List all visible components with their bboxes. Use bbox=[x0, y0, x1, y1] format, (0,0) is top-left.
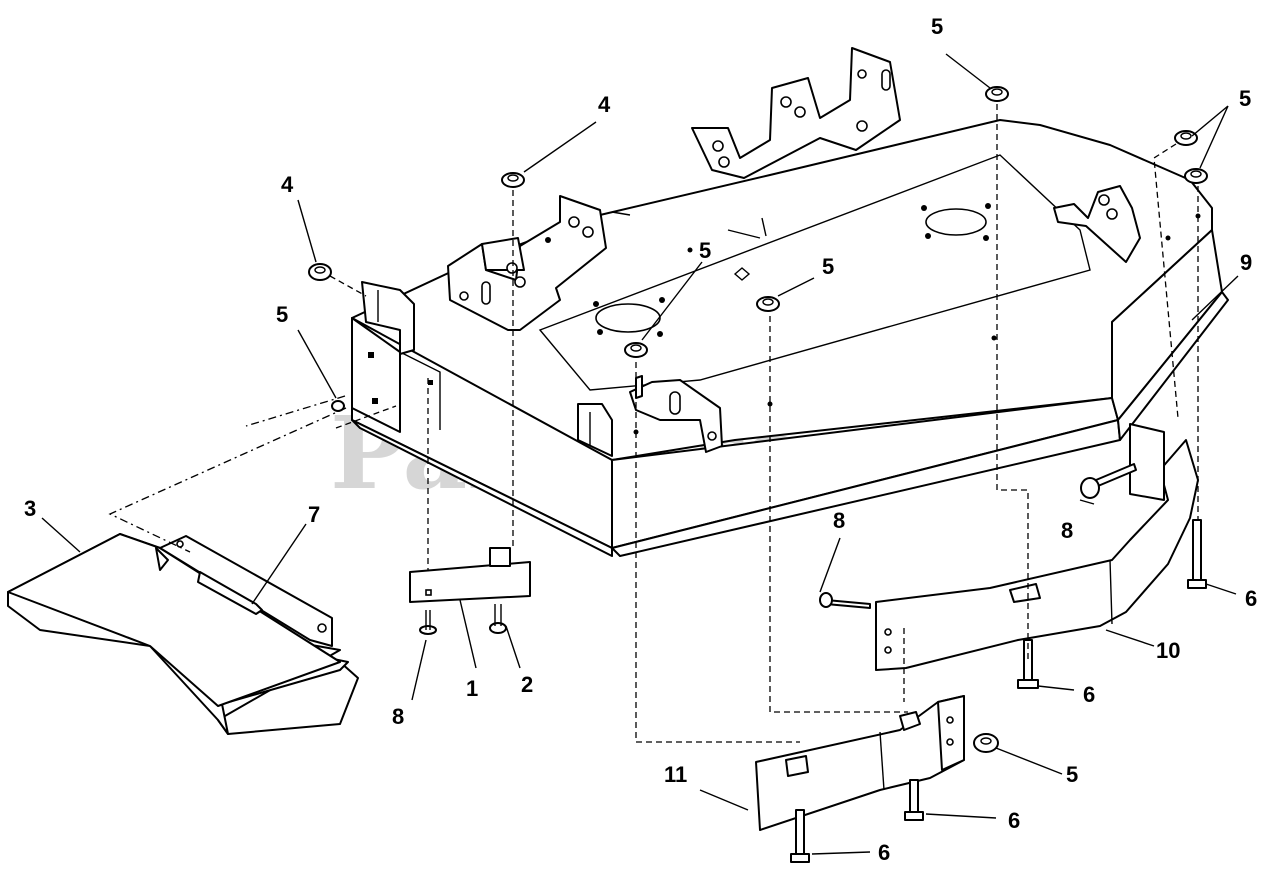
carriage-bolt[interactable] bbox=[419, 610, 437, 635]
hex-nut[interactable] bbox=[308, 263, 332, 281]
callout-10: 10 bbox=[1156, 638, 1180, 663]
flange-nut[interactable] bbox=[1174, 130, 1198, 146]
callout-5-right-nuts: 5 bbox=[1239, 86, 1251, 111]
flange-nut[interactable] bbox=[1184, 168, 1208, 184]
callout-7: 7 bbox=[308, 502, 320, 527]
hex-bolt[interactable] bbox=[904, 779, 924, 821]
discharge-deflector[interactable] bbox=[7, 533, 359, 735]
hex-bolt[interactable] bbox=[1017, 639, 1039, 689]
callout-5-left: 5 bbox=[276, 302, 288, 327]
hex-bolt[interactable] bbox=[790, 809, 810, 863]
callout-4-left: 4 bbox=[281, 172, 294, 197]
callout-9: 9 bbox=[1240, 250, 1252, 275]
callout-5-rear-nut: 5 bbox=[931, 14, 943, 39]
left-hanger-bracket[interactable] bbox=[447, 195, 607, 331]
callout-11: 11 bbox=[664, 762, 687, 787]
callout-6-bottom: 6 bbox=[878, 840, 890, 865]
callout-2: 2 bbox=[521, 672, 533, 697]
callout-6-mid: 6 bbox=[1083, 682, 1095, 707]
callout-8-right: 8 bbox=[1061, 518, 1073, 543]
flange-nut[interactable] bbox=[331, 400, 345, 412]
carriage-bolt[interactable] bbox=[1080, 463, 1137, 499]
front-baffle[interactable] bbox=[755, 695, 965, 831]
hex-bolt[interactable] bbox=[1187, 519, 1207, 589]
flange-nut[interactable] bbox=[624, 342, 648, 358]
callout-6-lower: 6 bbox=[1008, 808, 1020, 833]
front-center-bracket[interactable] bbox=[629, 375, 723, 453]
assembly-lines bbox=[108, 104, 1199, 743]
flange-nut[interactable] bbox=[756, 296, 780, 312]
hinge-rod[interactable] bbox=[197, 571, 263, 615]
callout-5-bottom: 5 bbox=[1066, 762, 1078, 787]
callout-8-left: 8 bbox=[392, 704, 404, 729]
callout-4-center: 4 bbox=[598, 92, 611, 117]
carriage-bolt[interactable] bbox=[489, 604, 507, 634]
callout-5-center: 5 bbox=[699, 238, 711, 263]
callout-5-mid: 5 bbox=[822, 254, 834, 279]
carriage-bolt[interactable] bbox=[819, 592, 871, 609]
leader-lines bbox=[41, 53, 1239, 855]
callout-8-mid: 8 bbox=[833, 508, 845, 533]
front-left-mount-bracket[interactable] bbox=[361, 281, 415, 355]
flange-nut[interactable] bbox=[973, 733, 999, 753]
rear-baffle[interactable] bbox=[875, 423, 1199, 671]
callout-3: 3 bbox=[24, 496, 36, 521]
hinge-bracket[interactable] bbox=[409, 547, 531, 603]
right-hanger-bracket[interactable] bbox=[1053, 185, 1141, 263]
hex-nut[interactable] bbox=[501, 172, 525, 188]
rear-hanger-bracket[interactable] bbox=[691, 47, 901, 179]
callout-1: 1 bbox=[466, 676, 478, 701]
callout-6-right: 6 bbox=[1245, 586, 1257, 611]
flange-nut[interactable] bbox=[985, 86, 1009, 102]
